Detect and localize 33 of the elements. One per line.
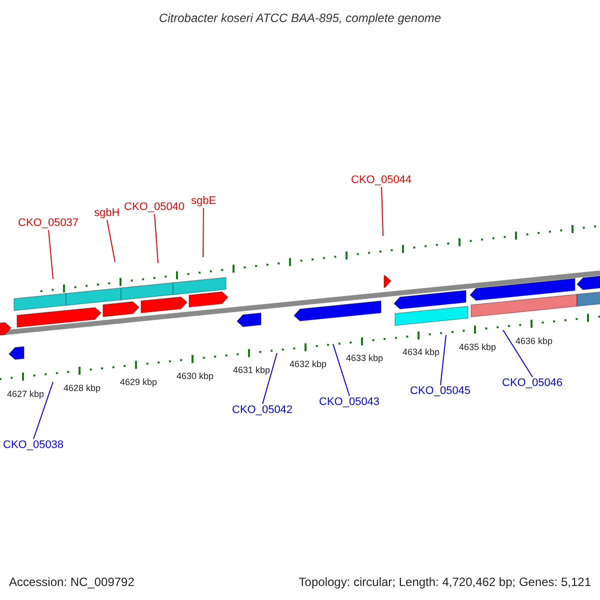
scale-label: 4631 kbp (233, 364, 270, 378)
scale-label: 4636 kbp (516, 334, 553, 348)
leader-line (106, 220, 116, 262)
leader-line (332, 344, 350, 396)
scale-label: 4632 kbp (290, 358, 327, 372)
gene-label: CKO_05045 (410, 385, 471, 398)
gene-label: CKO_05037 (18, 217, 79, 230)
scale-label: 4628 kbp (64, 382, 101, 395)
map-title: Citrobacter koseri ATCC BAA-895, complete genome (158, 10, 442, 27)
gene-label: sgbE (191, 195, 216, 208)
leader-line (154, 214, 158, 264)
leader-line (48, 230, 54, 280)
gene-label: CKO_05043 (319, 396, 380, 409)
leader-line (381, 186, 384, 236)
scale-label: 4633 kbp (346, 352, 384, 366)
leader-line (502, 330, 533, 378)
scale-label: 4627 kbp (7, 388, 44, 401)
footer-text: Accession: NC_009792 (9, 574, 134, 591)
leader-line (202, 208, 204, 258)
scale-label: 4634 kbp (402, 346, 440, 360)
leader-line (440, 334, 446, 386)
gene-label: CKO_05040 (124, 201, 185, 214)
gene-label: CKO_05042 (232, 404, 293, 417)
gene-label: CKO_05046 (502, 377, 563, 390)
leader-line (262, 352, 278, 404)
scale-label: 4635 kbp (459, 340, 496, 354)
scale-label: 4629 kbp (120, 376, 158, 389)
footer-text: Topology: circular; Length: 4,720,462 bp; Genes: 5,121 (298, 574, 591, 591)
gene-label: CKO_05044 (351, 174, 412, 187)
leader-line (33, 382, 54, 440)
gene-label: sgbH (94, 207, 120, 220)
gene-label: CKO_05038 (3, 439, 64, 452)
scale-label: 4630 kbp (176, 370, 214, 383)
